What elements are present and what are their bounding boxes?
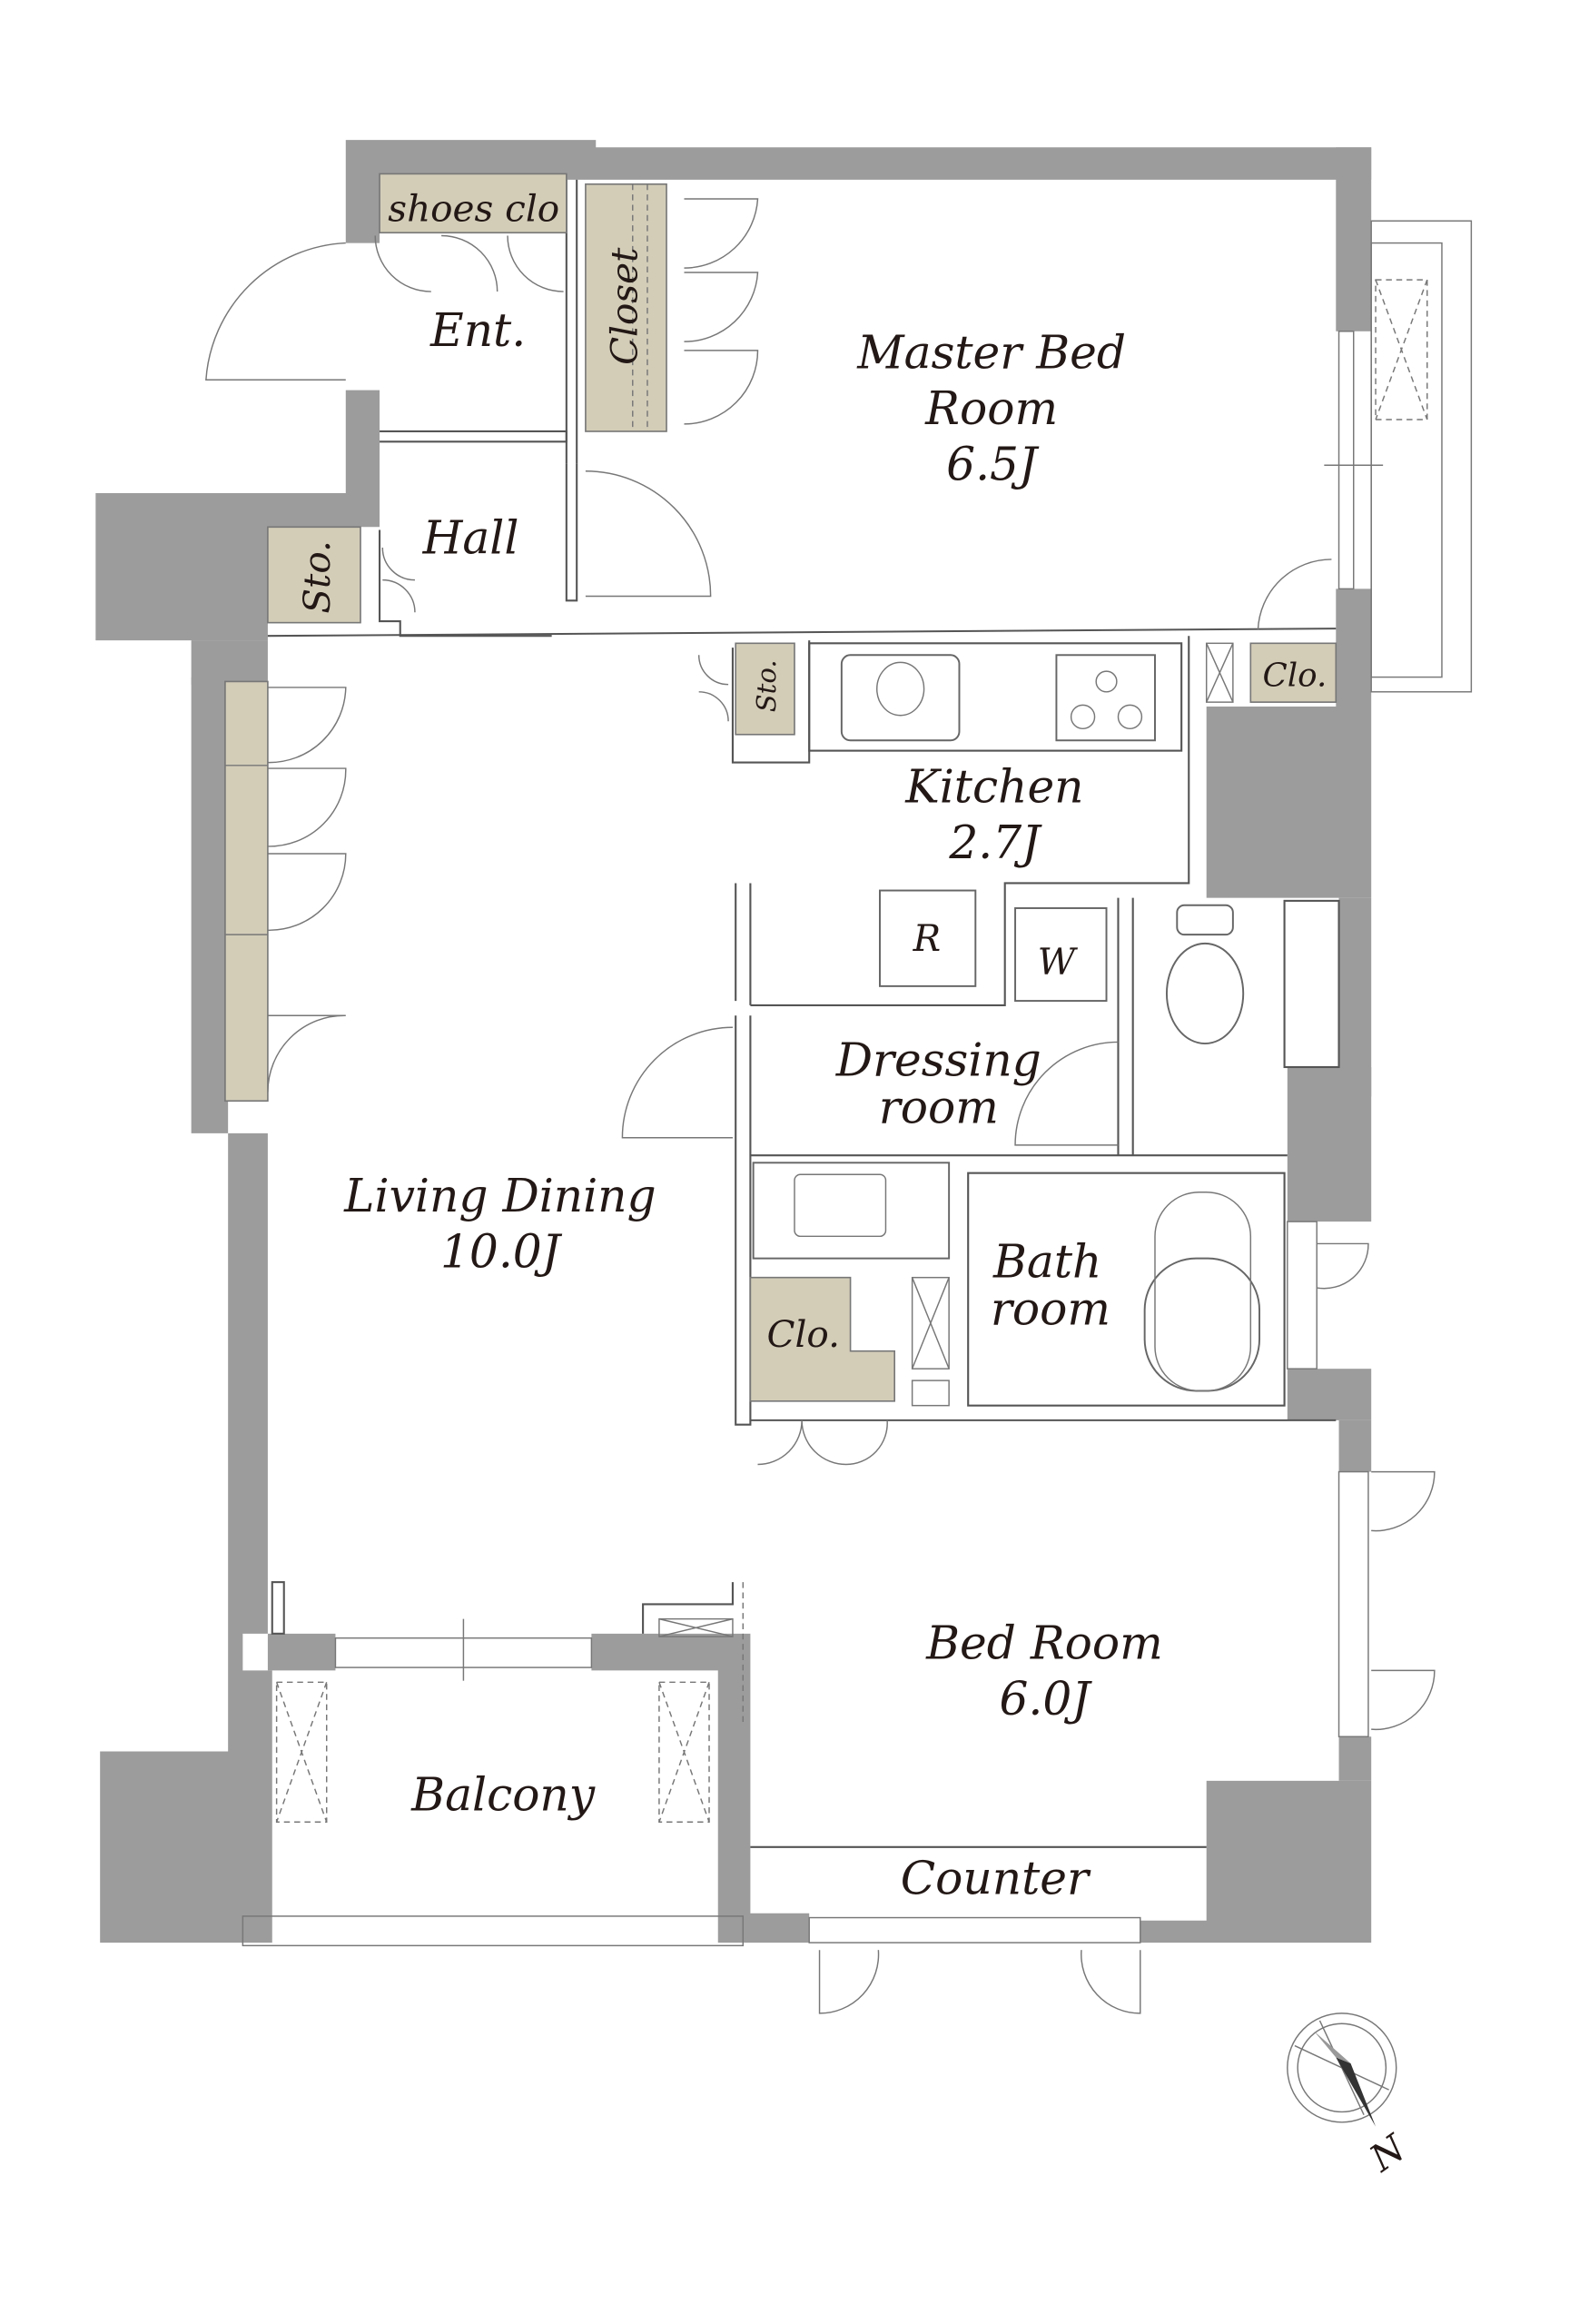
bedroom-size: 6.0J: [999, 1672, 1092, 1726]
compass-north-label: N: [1361, 2125, 1415, 2181]
hall-storage-label: Sto.: [295, 540, 339, 614]
bathroom-label: Bath: [992, 1235, 1101, 1289]
fixtures: [275, 279, 1428, 1823]
doors: [205, 198, 1436, 2014]
washer-icon: [1014, 907, 1108, 1003]
windows: [242, 220, 1473, 1947]
kitchen-size: 2.7J: [948, 816, 1042, 869]
living-dining-size: 10.0J: [440, 1224, 563, 1278]
entrance-label: Ent.: [429, 303, 526, 357]
counter-label: Counter: [901, 1852, 1091, 1905]
dressing-room-label-2: room: [879, 1081, 999, 1134]
dressing-room-label: Dressing: [835, 1033, 1041, 1087]
storage-areas: [224, 173, 1337, 1402]
partitions: [267, 179, 1340, 1848]
stove-icon: [1055, 654, 1156, 742]
fridge-label: R: [913, 916, 942, 960]
dressing-closet-label: Clo.: [766, 1312, 840, 1356]
closet-label: Closet: [603, 247, 646, 365]
bathroom-label-2: room: [991, 1282, 1110, 1336]
balcony-label: Balcony: [410, 1767, 596, 1821]
master-bedroom-label: Master Bed: [856, 325, 1126, 379]
sink-icon: [840, 654, 961, 742]
room-labels: Master Bed Room 6.5J Ent. Hall Kitchen 2…: [295, 186, 1327, 1904]
kitchen-label: Kitchen: [904, 759, 1083, 813]
toilet-icon: [1165, 942, 1245, 1045]
shoes-closet-label: shoes clo: [388, 186, 559, 230]
compass-icon: N: [1287, 2012, 1415, 2181]
washer-label: W: [1038, 940, 1079, 984]
bedroom-label: Bed Room: [925, 1616, 1163, 1669]
kitchen-storage-label: Sto.: [751, 659, 782, 712]
master-bedroom-label-2: Room: [924, 381, 1058, 435]
hall-label: Hall: [422, 510, 519, 564]
washbasin-icon: [752, 1162, 951, 1260]
walls: [95, 140, 1372, 1943]
living-dining-label: Living Dining: [343, 1169, 656, 1222]
master-closet-label: Clo.: [1263, 657, 1327, 694]
master-bedroom-size: 6.5J: [946, 437, 1040, 490]
fridge-icon: [879, 889, 977, 987]
